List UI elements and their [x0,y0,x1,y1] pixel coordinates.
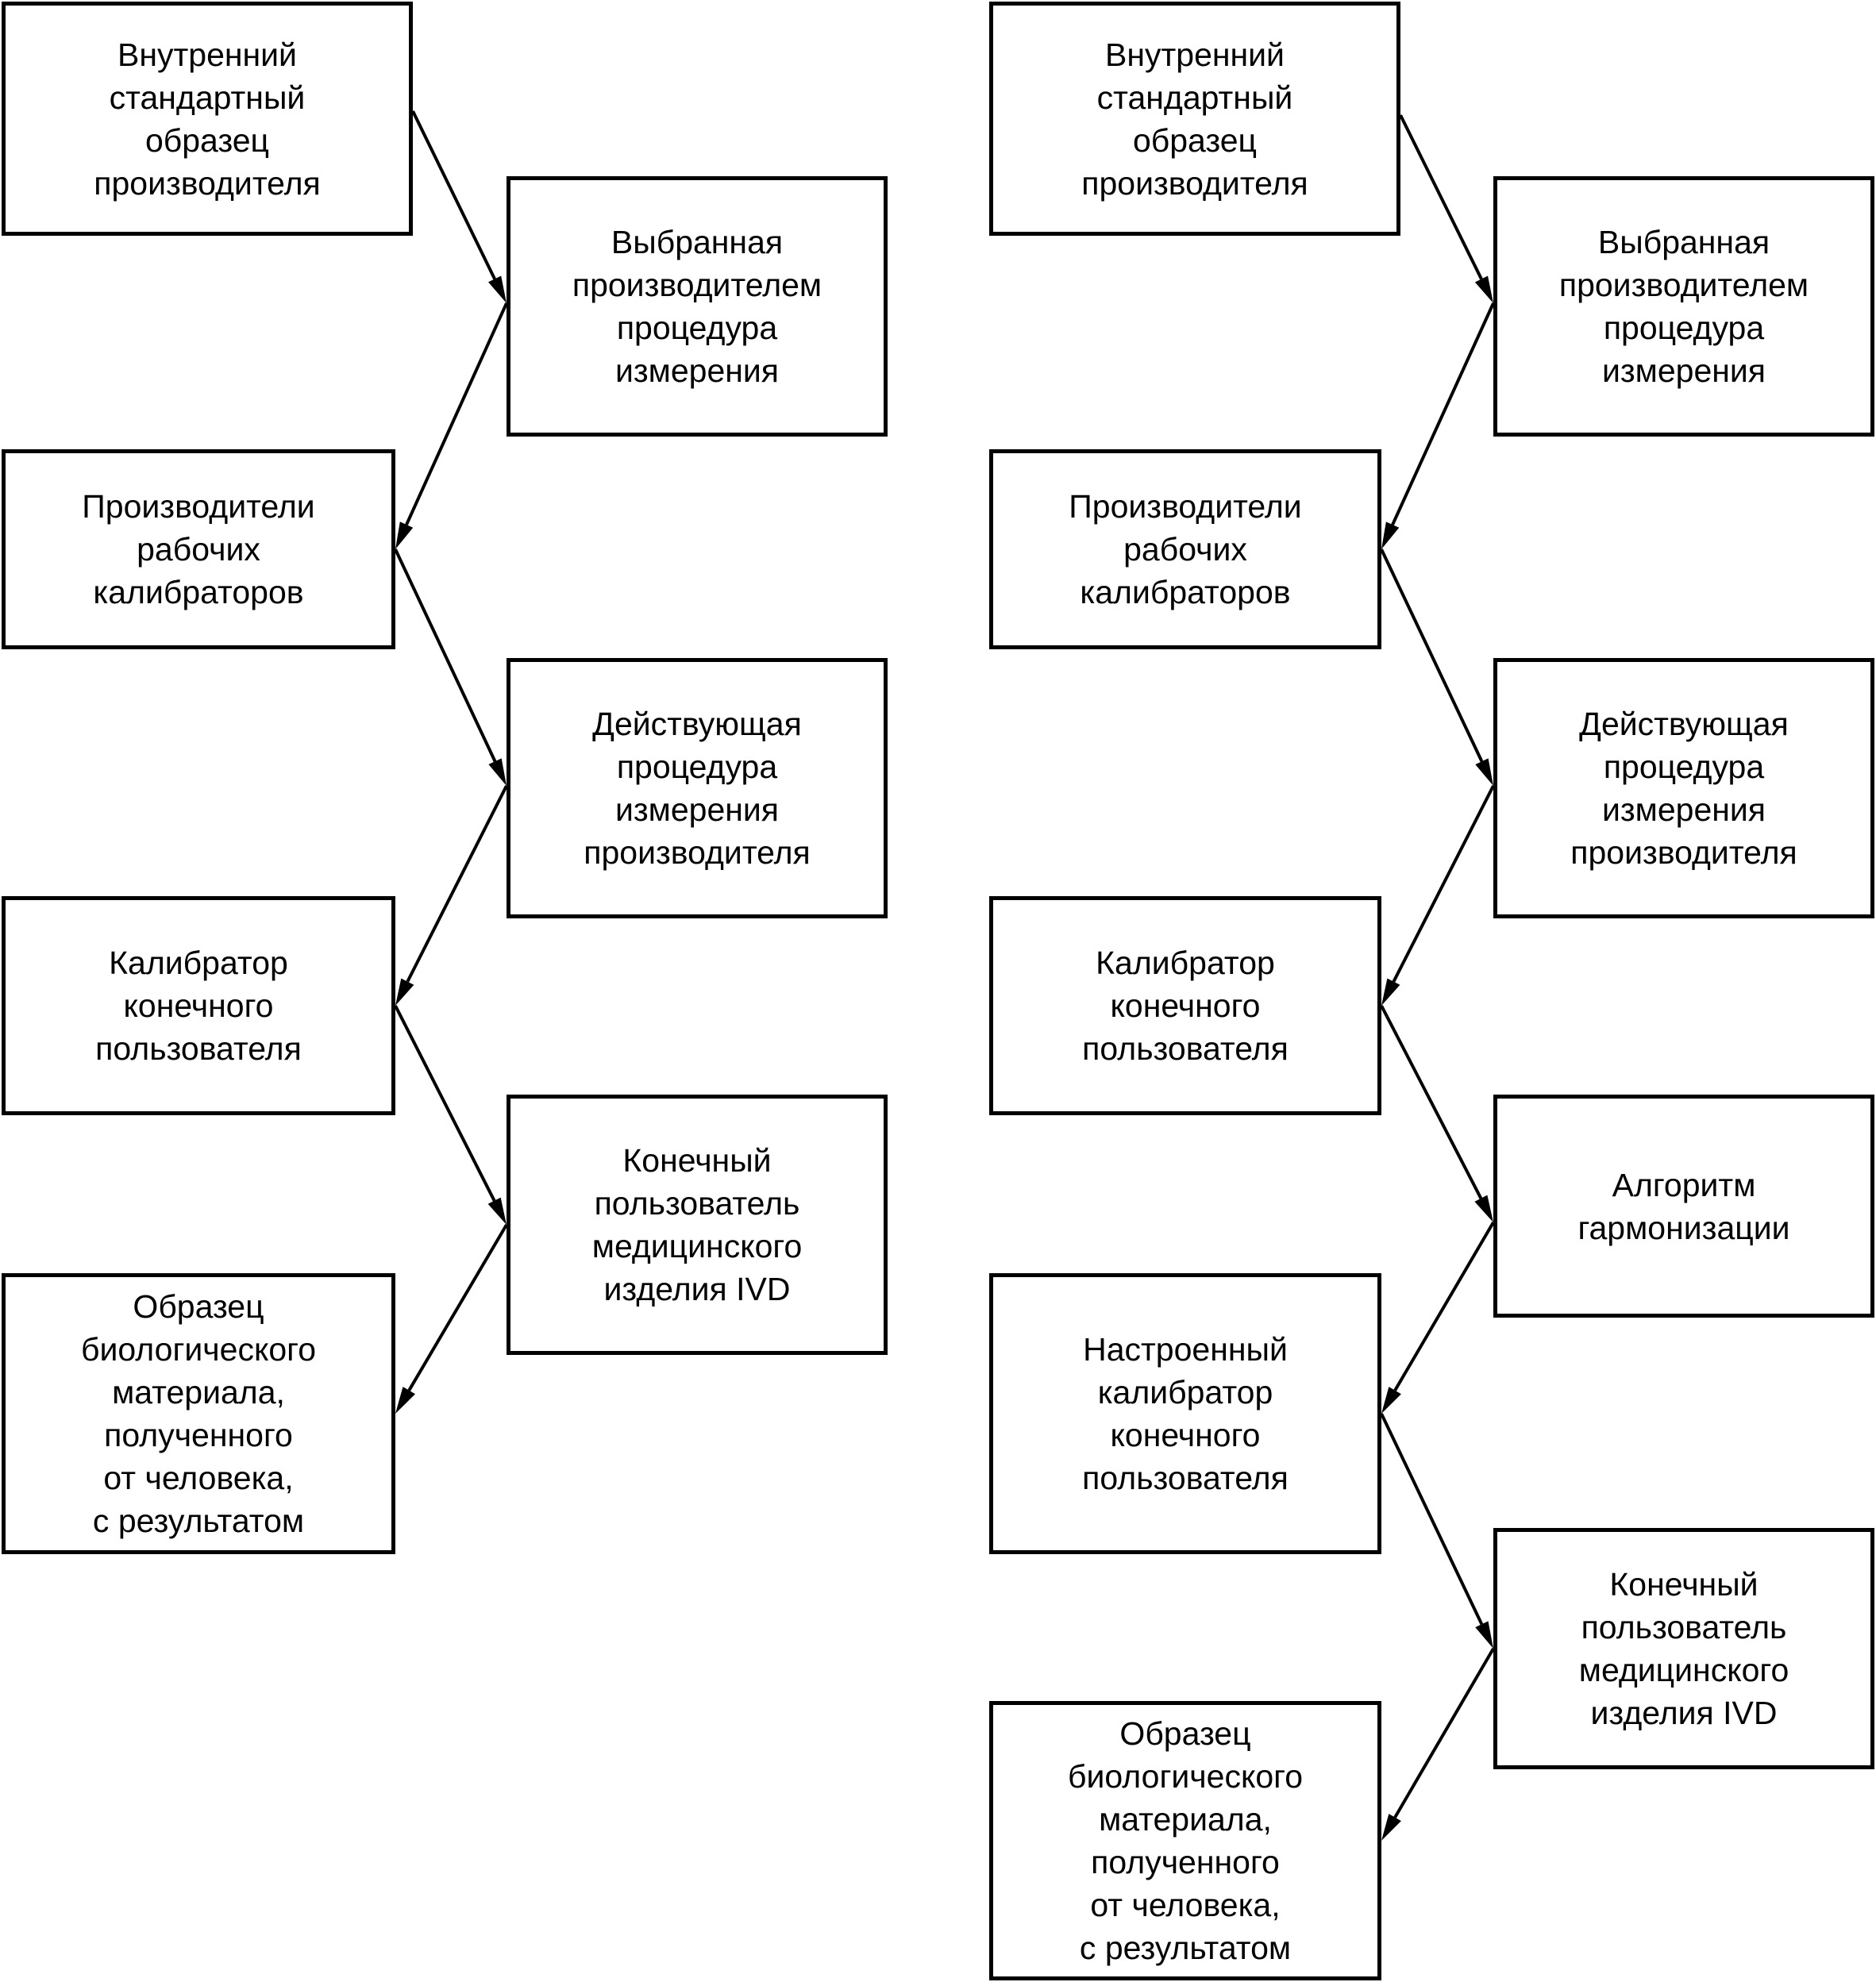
arrow-right-ivd-to-sample [1381,1647,1495,1841]
right-standing-procedure-box: Действующая процедура измерения производ… [1493,658,1874,918]
arrow-left-ivd-to-sample [395,1223,508,1414]
left-internal-standard-box: Внутренний стандартный образец производи… [2,2,413,236]
arrow-left-user-calibrator-to-ivd [394,1005,507,1225]
right-internal-standard-box: Внутренний стандартный образец производи… [989,2,1400,236]
right-working-calibrators-box: Производители рабочих калибраторов [989,449,1381,649]
left-working-calibrators-box: Производители рабочих калибраторов [2,449,395,649]
arrow-right-standard-to-procedure [1399,114,1493,303]
arrow-left-standing-to-user-calibrator [395,785,508,1006]
arrow-right-standing-to-user-calibrator [1381,785,1495,1006]
left-standing-procedure-box: Действующая процедура измерения производ… [507,658,888,918]
right-end-user-ivd-box: Конечный пользователь медицинского издел… [1493,1528,1874,1769]
arrow-right-algorithm-to-adjusted [1381,1221,1495,1414]
left-end-user-calibrator-box: Калибратор конечного пользователя [2,896,395,1115]
arrow-left-procedure-to-calibrators [395,302,508,549]
arrow-right-calibrators-to-standing [1380,548,1493,786]
right-adjusted-calibrator-box: Настроенный калибратор конечного пользов… [989,1273,1381,1554]
left-end-user-ivd-box: Конечный пользователь медицинского издел… [507,1095,888,1355]
arrow-right-procedure-to-calibrators [1381,302,1495,549]
arrow-right-user-calibrator-to-algorithm [1380,1005,1493,1222]
arrow-left-calibrators-to-standing [394,548,507,786]
right-selected-procedure-box: Выбранная производителем процедура измер… [1493,176,1874,437]
arrow-left-standard-to-procedure [411,110,507,303]
left-selected-procedure-box: Выбранная производителем процедура измер… [507,176,888,437]
arrow-right-adjusted-to-ivd [1380,1413,1493,1649]
right-human-sample-box: Образец биологического материала, получе… [989,1701,1381,1980]
right-harmonization-algorithm-box: Алгоритм гармонизации [1493,1095,1874,1318]
right-end-user-calibrator-box: Калибратор конечного пользователя [989,896,1381,1115]
left-human-sample-box: Образец биологического материала, получе… [2,1273,395,1554]
